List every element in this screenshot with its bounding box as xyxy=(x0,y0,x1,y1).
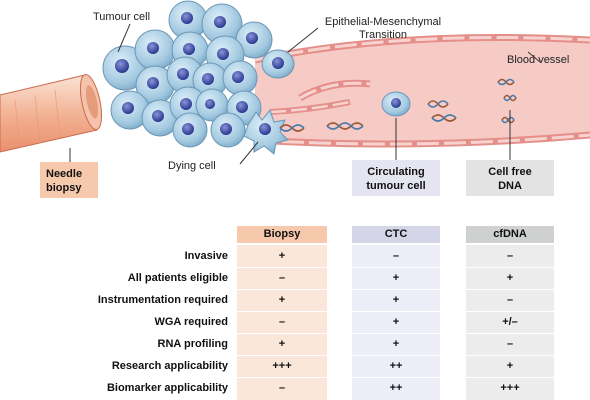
row-separator xyxy=(237,289,327,290)
row-separator xyxy=(352,377,440,378)
table-cell: ++ xyxy=(389,360,403,372)
dying-cell xyxy=(243,108,289,155)
circulating-tumour-cell xyxy=(381,91,411,117)
row-separator xyxy=(466,355,554,356)
table-cell: + xyxy=(392,294,400,306)
emt-label: Epithelial-Mesenchymal Transition xyxy=(324,16,442,41)
needle xyxy=(0,74,103,153)
row-label: Invasive xyxy=(184,250,228,262)
table-cell: + xyxy=(278,294,286,306)
table-cell: – xyxy=(278,316,286,328)
row-separator xyxy=(352,311,440,312)
row-label: Instrumentation required xyxy=(97,294,228,306)
row-separator xyxy=(352,333,440,334)
row-separator xyxy=(237,267,327,268)
table-cell: +++ xyxy=(500,382,520,394)
column-header-ctc: CTC xyxy=(352,226,440,243)
table-cell: – xyxy=(278,382,286,394)
leader-lines xyxy=(69,23,541,165)
row-separator xyxy=(466,377,554,378)
table-cell: +++ xyxy=(272,360,292,372)
row-separator xyxy=(466,289,554,290)
table-cell: – xyxy=(506,250,514,262)
row-separator xyxy=(466,311,554,312)
table-cell: – xyxy=(278,272,286,284)
row-label: WGA required xyxy=(154,316,228,328)
table-cell: + xyxy=(278,250,286,262)
table-cell: +/– xyxy=(502,316,518,328)
tumour-cell-label: Tumour cell xyxy=(93,11,151,23)
row-label: Biomarker applicability xyxy=(106,382,228,394)
table-cell: – xyxy=(506,294,514,306)
tumour-mass xyxy=(102,0,273,148)
row-separator xyxy=(237,355,327,356)
row-label: All patients eligible xyxy=(127,272,228,284)
row-separator xyxy=(466,267,554,268)
row-separator xyxy=(352,289,440,290)
column-body-cfdna xyxy=(466,245,554,400)
column-body-ctc xyxy=(352,245,440,400)
table-cell: – xyxy=(506,338,514,350)
row-label: Research applicability xyxy=(111,360,228,372)
column-header-biopsy: Biopsy xyxy=(237,226,327,243)
table-cell: + xyxy=(392,272,400,284)
table-cell: + xyxy=(392,316,400,328)
row-separator xyxy=(352,355,440,356)
liquid-biopsy-illustration xyxy=(0,0,590,165)
column-body-biopsy xyxy=(237,245,327,400)
needle-biopsy-label: Needle biopsy xyxy=(40,162,98,198)
blood-vessel-label: Blood vessel xyxy=(507,54,570,66)
table-cell: + xyxy=(506,272,514,284)
row-separator xyxy=(237,377,327,378)
table-cell: – xyxy=(392,250,400,262)
row-label: RNA profiling xyxy=(157,338,228,350)
row-separator xyxy=(466,333,554,334)
dna-fragments xyxy=(279,78,517,132)
table-cell: + xyxy=(278,338,286,350)
emt-cell xyxy=(261,49,295,79)
row-separator xyxy=(237,333,327,334)
column-header-cfdna: cfDNA xyxy=(466,226,554,243)
table-cell: + xyxy=(506,360,514,372)
table-cell: ++ xyxy=(389,382,403,394)
table-cell: + xyxy=(392,338,400,350)
row-separator xyxy=(237,311,327,312)
ctc-label: Circulating tumour cell xyxy=(352,160,440,196)
row-separator xyxy=(352,267,440,268)
dying-cell-label: Dying cell xyxy=(168,160,216,172)
cfdna-label: Cell free DNA xyxy=(466,160,554,196)
